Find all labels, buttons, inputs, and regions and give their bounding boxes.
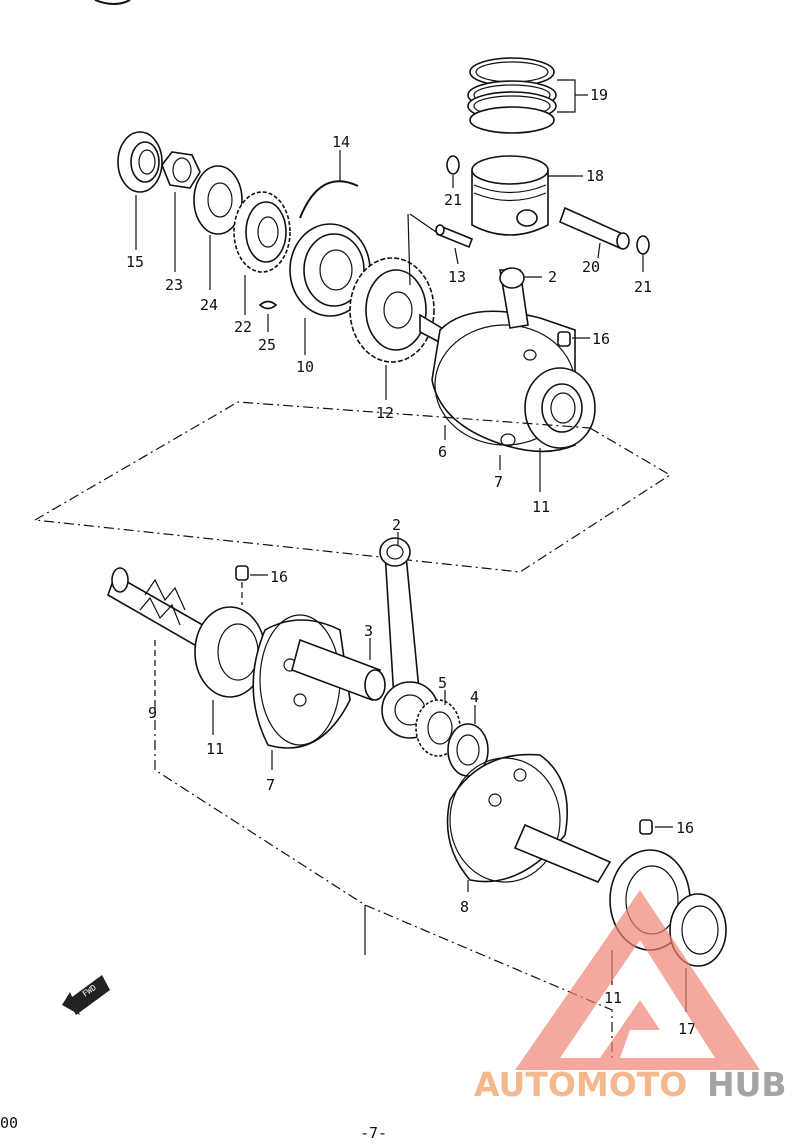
key-25 xyxy=(258,300,278,310)
crank-shaft-9 xyxy=(107,567,210,700)
label-22: 22 xyxy=(234,318,252,336)
label-16-right: 16 xyxy=(676,819,694,837)
washer-4 xyxy=(447,705,489,777)
footer-left-fragment: 00 xyxy=(0,1114,18,1132)
label-15: 15 xyxy=(126,253,144,271)
dowel-pin-16-top xyxy=(557,331,571,347)
label-6: 6 xyxy=(438,443,447,461)
label-20: 20 xyxy=(582,258,600,276)
piston-18 xyxy=(471,155,583,236)
label-24: 24 xyxy=(200,296,218,314)
gear-12 xyxy=(349,257,435,400)
label-18: 18 xyxy=(586,167,604,185)
label-10: 10 xyxy=(296,358,314,376)
lower-assembly xyxy=(107,532,727,1060)
crank-pin-3 xyxy=(291,638,386,702)
label-7-top: 7 xyxy=(494,473,503,491)
label-16-top: 16 xyxy=(592,330,610,348)
label-11-top: 11 xyxy=(532,498,550,516)
label-11-left: 11 xyxy=(206,740,224,758)
watermark-logo: AUTOMOTO HUB xyxy=(474,890,787,1104)
watermark-brand-part2: HUB xyxy=(707,1065,787,1104)
fwd-arrow-icon: FWD xyxy=(62,975,110,1015)
label-21-left: 21 xyxy=(444,191,462,209)
nut-23 xyxy=(161,151,201,272)
part-labels: 19 18 21 21 20 13 2 14 15 23 24 22 25 10… xyxy=(126,86,696,1038)
label-11-right: 11 xyxy=(604,989,622,1007)
label-19: 19 xyxy=(590,86,608,104)
flywheel-8 xyxy=(446,753,612,892)
label-4: 4 xyxy=(470,688,479,706)
label-16-mid: 16 xyxy=(270,568,288,586)
dowel-pin-16-mid xyxy=(235,565,249,581)
label-14: 14 xyxy=(332,133,350,151)
circlip-14 xyxy=(299,180,359,219)
label-2-top: 2 xyxy=(548,268,557,286)
guide-line-lower xyxy=(154,700,613,1060)
label-8: 8 xyxy=(460,898,469,916)
label-2-lower: 2 xyxy=(392,516,401,534)
corner-mark xyxy=(94,0,131,5)
label-3: 3 xyxy=(364,622,373,640)
piston-pin-20 xyxy=(558,206,630,259)
bearing-11-top xyxy=(524,367,596,492)
oil-seal-15 xyxy=(117,131,163,250)
page-number: -7- xyxy=(360,1124,387,1142)
piston-rings-19 xyxy=(467,57,588,134)
label-12: 12 xyxy=(376,404,394,422)
label-9: 9 xyxy=(148,704,157,722)
label-21-right: 21 xyxy=(634,278,652,296)
gear-22 xyxy=(233,191,291,315)
label-23: 23 xyxy=(165,276,183,294)
con-rod-2-lower xyxy=(379,532,439,739)
label-17: 17 xyxy=(678,1020,696,1038)
watermark-triangle-icon xyxy=(515,890,760,1070)
con-rod-2-top xyxy=(499,267,542,329)
washer-24 xyxy=(193,165,243,290)
circlip-21-left xyxy=(446,155,460,175)
top-assembly xyxy=(117,57,650,492)
label-25: 25 xyxy=(258,336,276,354)
label-5: 5 xyxy=(438,674,447,692)
watermark-brand-part1: AUTOMOTO xyxy=(474,1065,687,1104)
label-13: 13 xyxy=(448,268,466,286)
circlip-21-right xyxy=(636,235,650,255)
label-7-lower: 7 xyxy=(266,776,275,794)
pin-13 xyxy=(435,224,474,265)
dowel-pin-16-right xyxy=(639,819,653,835)
dashed-outline-top xyxy=(34,401,672,573)
flywheel-7-left xyxy=(252,614,351,770)
